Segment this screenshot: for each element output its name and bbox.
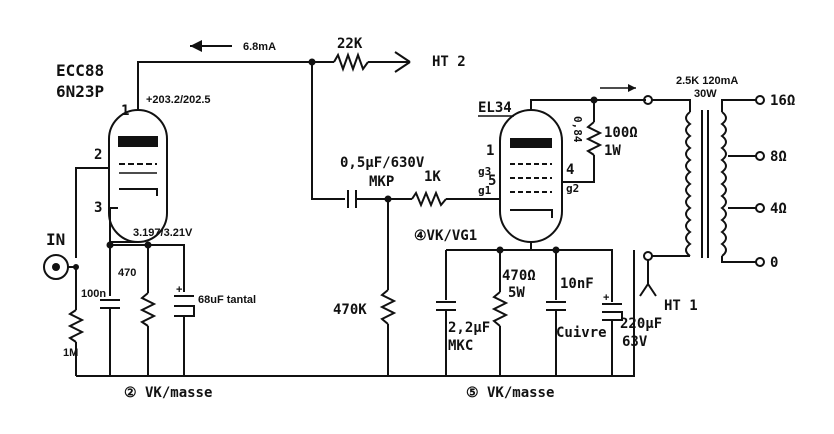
- cap-plus-sign: +: [603, 292, 609, 304]
- tap-8-label: 8Ω: [770, 149, 787, 165]
- w-5-label: 5W: [508, 285, 525, 301]
- output-transformer: [652, 95, 765, 267]
- pin3-label: 3: [94, 200, 102, 216]
- pin-g2-label: g2: [566, 182, 579, 195]
- c-220uf-label: 220µF: [620, 316, 662, 332]
- pin5-label: 5: [488, 173, 496, 189]
- pin4-label: 4: [566, 162, 574, 178]
- pin-g1-label: g1: [478, 184, 492, 197]
- c-68uf-label: 68uF tantal: [198, 294, 256, 306]
- pin1-label: 1: [121, 103, 129, 119]
- in-label: IN: [46, 230, 65, 249]
- mkp-label: MKP: [369, 174, 394, 190]
- ht2-label: HT 2: [432, 54, 466, 70]
- c-100n-label: 100n: [81, 288, 106, 300]
- r-1k-label: 1K: [424, 169, 441, 185]
- anode-voltage: +203.2/202.5: [146, 94, 211, 106]
- r-470-5w-label: 470Ω: [502, 268, 536, 284]
- r-470-label: 470: [118, 267, 136, 279]
- c-10nf-label: 10nF: [560, 276, 594, 292]
- tube2-name: EL34: [478, 100, 512, 116]
- r-22k-label: 22K: [337, 36, 363, 52]
- node2-label: ② VK/masse: [124, 385, 212, 401]
- xfmr-label-2: 30W: [694, 88, 717, 100]
- tap-16-label: 16Ω: [770, 93, 795, 109]
- cuivre-label: Cuivre: [556, 325, 607, 341]
- tube1-name-2: 6N23P: [56, 82, 104, 101]
- r-1m-label: 1M: [63, 347, 78, 359]
- el34-side-label: 0,84: [571, 116, 584, 143]
- pin-g3-label: g3: [478, 165, 491, 178]
- mkc-label: MKC: [448, 338, 473, 354]
- pin1b-label: 1: [486, 143, 494, 159]
- cap-plus-sign: +: [176, 284, 182, 296]
- r-470k-label: 470K: [333, 302, 367, 318]
- ht1-label: HT 1: [664, 298, 698, 314]
- xfmr-label-1: 2.5K 120mA: [676, 75, 738, 87]
- pin2-label: 2: [94, 147, 102, 163]
- tube1-name-1: ECC88: [56, 61, 104, 80]
- r-100-label: 100Ω: [604, 125, 638, 141]
- tap-0-label: 0: [770, 255, 778, 271]
- c-2u2-label: 2,2µF: [448, 320, 490, 336]
- vk-vg1-label: ④VK/VG1: [414, 228, 477, 244]
- w-1-label: 1W: [604, 143, 621, 159]
- c-coupling-label: 0,5µF/630V: [340, 155, 425, 171]
- tap-4-label: 4Ω: [770, 201, 787, 217]
- cathode-voltage: 3.197/3.21V: [133, 227, 193, 239]
- ecc88-tube: [108, 109, 168, 243]
- el34-tube: [499, 109, 563, 243]
- current-label: 6.8mA: [243, 41, 276, 53]
- node5-label: ⑤ VK/masse: [466, 385, 554, 401]
